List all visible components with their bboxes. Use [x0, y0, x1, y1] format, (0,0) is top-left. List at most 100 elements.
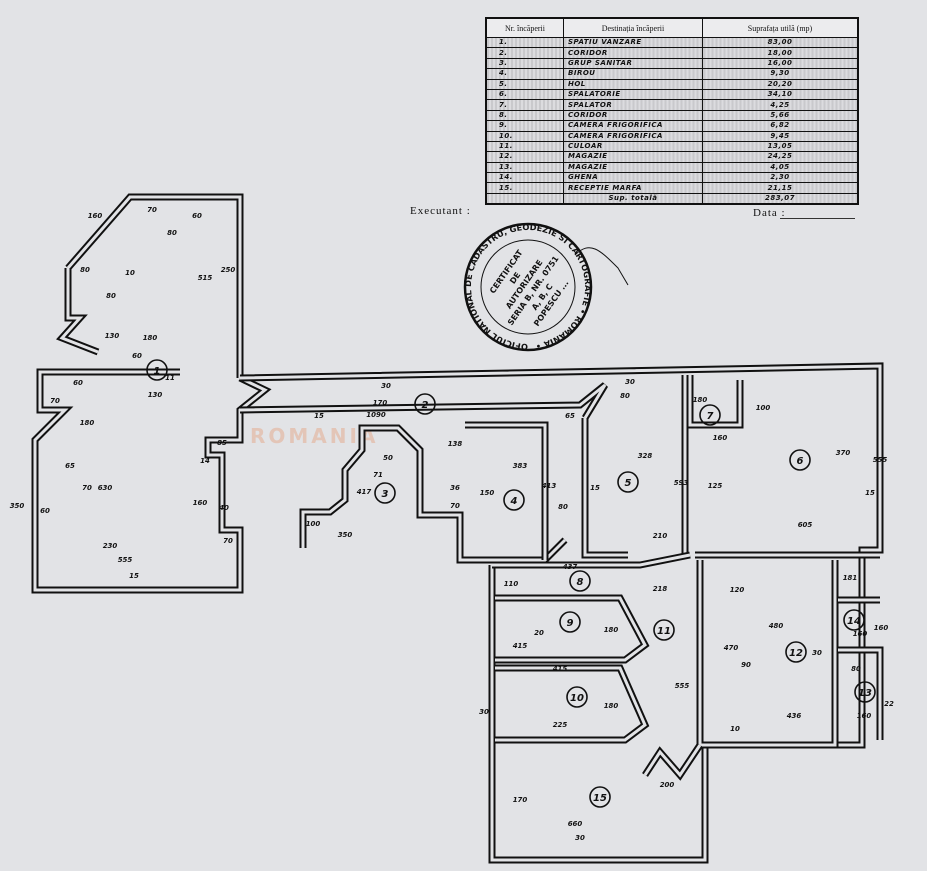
room-number-label: 13 — [858, 688, 872, 699]
date-label: Data : — [753, 207, 786, 219]
dimension-label: 350 — [338, 531, 353, 539]
dimension-label: 80 — [167, 229, 177, 237]
dimension-label: 130 — [105, 332, 120, 340]
dimension-label: 350 — [10, 502, 25, 510]
dimension-label: 230 — [103, 542, 118, 550]
room-circle — [854, 681, 876, 703]
room-area-table: Nr. încăperii Destinația încăperii Supra… — [485, 17, 859, 206]
dimension-label: 100 — [306, 520, 321, 528]
room-number-label: 1 — [154, 366, 161, 377]
wall-outline — [239, 362, 884, 864]
room-marker-1: 1 — [146, 359, 168, 381]
room-number-label: 3 — [382, 489, 389, 500]
room-number-label: 9 — [567, 618, 574, 629]
dimension-label: 605 — [798, 521, 813, 529]
dimension-label: 80 — [106, 292, 116, 300]
dimension-label: 150 — [480, 489, 495, 497]
dimension-label: 50 — [383, 454, 393, 462]
wall-inner — [698, 560, 837, 747]
wall-inner — [239, 364, 882, 862]
dimension-label: 15 — [590, 484, 600, 492]
date-line — [780, 218, 855, 219]
wall-inner — [838, 598, 882, 740]
dimension-label: 170 — [513, 796, 528, 804]
room-marker-14: 14 — [843, 609, 865, 631]
room-circle — [414, 393, 436, 415]
dimension-label: 80 — [80, 266, 90, 274]
room-number-label: 11 — [657, 626, 671, 637]
dimension-label: 181 — [843, 574, 858, 582]
dimension-label: 180 — [80, 419, 95, 427]
dimension-label: 480 — [769, 622, 784, 630]
wall-inner — [239, 383, 607, 419]
dimension-label: 130 — [148, 391, 163, 399]
room-marker-4: 4 — [503, 489, 525, 511]
dimension-label: 180 — [604, 626, 619, 634]
room-area: 21,15 — [702, 182, 859, 194]
dimension-label: 225 — [553, 721, 568, 729]
room-circle — [789, 449, 811, 471]
room-number-label: 14 — [847, 616, 861, 627]
wall-inner — [33, 370, 268, 592]
room-circle — [617, 471, 639, 493]
dimension-label: 71 — [373, 471, 383, 479]
wall-inner — [643, 744, 702, 778]
dimension-label: 370 — [836, 449, 851, 457]
wall-inner — [495, 666, 647, 742]
dimension-label: 40 — [219, 504, 229, 512]
dimension-label: 30 — [812, 649, 822, 657]
room-marker-15: 15 — [589, 786, 611, 808]
stamp-ring-text: OFICIUL NATIONAL DE CADASTRU, GEODEZIE S… — [464, 223, 592, 351]
dimension-label: 383 — [513, 462, 528, 470]
room-marker-13: 13 — [854, 681, 876, 703]
total-label: Sup. totală — [563, 192, 703, 205]
room-circle — [503, 489, 525, 511]
walls — [31, 193, 884, 864]
room-circle — [374, 482, 396, 504]
executant-label: Executant : — [410, 205, 471, 217]
dimension-label: 660 — [568, 820, 583, 828]
dimension-label: 470 — [724, 644, 739, 652]
dimension-label: 160 — [193, 499, 208, 507]
dimension-label: 80 — [558, 503, 568, 511]
room-circle — [589, 786, 611, 808]
dimension-label: 11 — [165, 374, 175, 382]
wall-inner — [688, 375, 742, 427]
wall-inner — [465, 423, 547, 560]
dimension-label: 555 — [873, 456, 888, 464]
dimension-label: 180 — [693, 396, 708, 404]
dimension-label: 170 — [373, 399, 388, 407]
dimension-label: 60 — [40, 507, 50, 515]
room-number-label: 7 — [707, 411, 714, 422]
dimension-label: 110 — [504, 580, 519, 588]
dimension-label: 70 — [223, 537, 233, 545]
room-circle — [559, 611, 581, 633]
room-circle — [699, 404, 721, 426]
dimension-label: 437 — [563, 563, 578, 571]
wall-outline — [31, 368, 272, 594]
wall-inner — [583, 418, 628, 557]
dimension-label: 30 — [479, 708, 489, 716]
stamp-inner-ring — [480, 239, 576, 335]
dimension-label: 218 — [653, 585, 668, 593]
room-marker-9: 9 — [559, 611, 581, 633]
dimension-label: 30 — [381, 382, 391, 390]
room-marker-6: 6 — [789, 449, 811, 471]
dimension-label: 630 — [98, 484, 113, 492]
dimension-label: 60 — [73, 379, 83, 387]
dimension-label: 160 — [713, 434, 728, 442]
dimension-label: 70 — [147, 206, 157, 214]
room-number-label: 5 — [625, 478, 632, 489]
stamp-outer-ring — [463, 222, 593, 352]
room-circle — [146, 359, 168, 381]
wall-inner — [66, 195, 242, 378]
dimension-label: 65 — [565, 412, 575, 420]
